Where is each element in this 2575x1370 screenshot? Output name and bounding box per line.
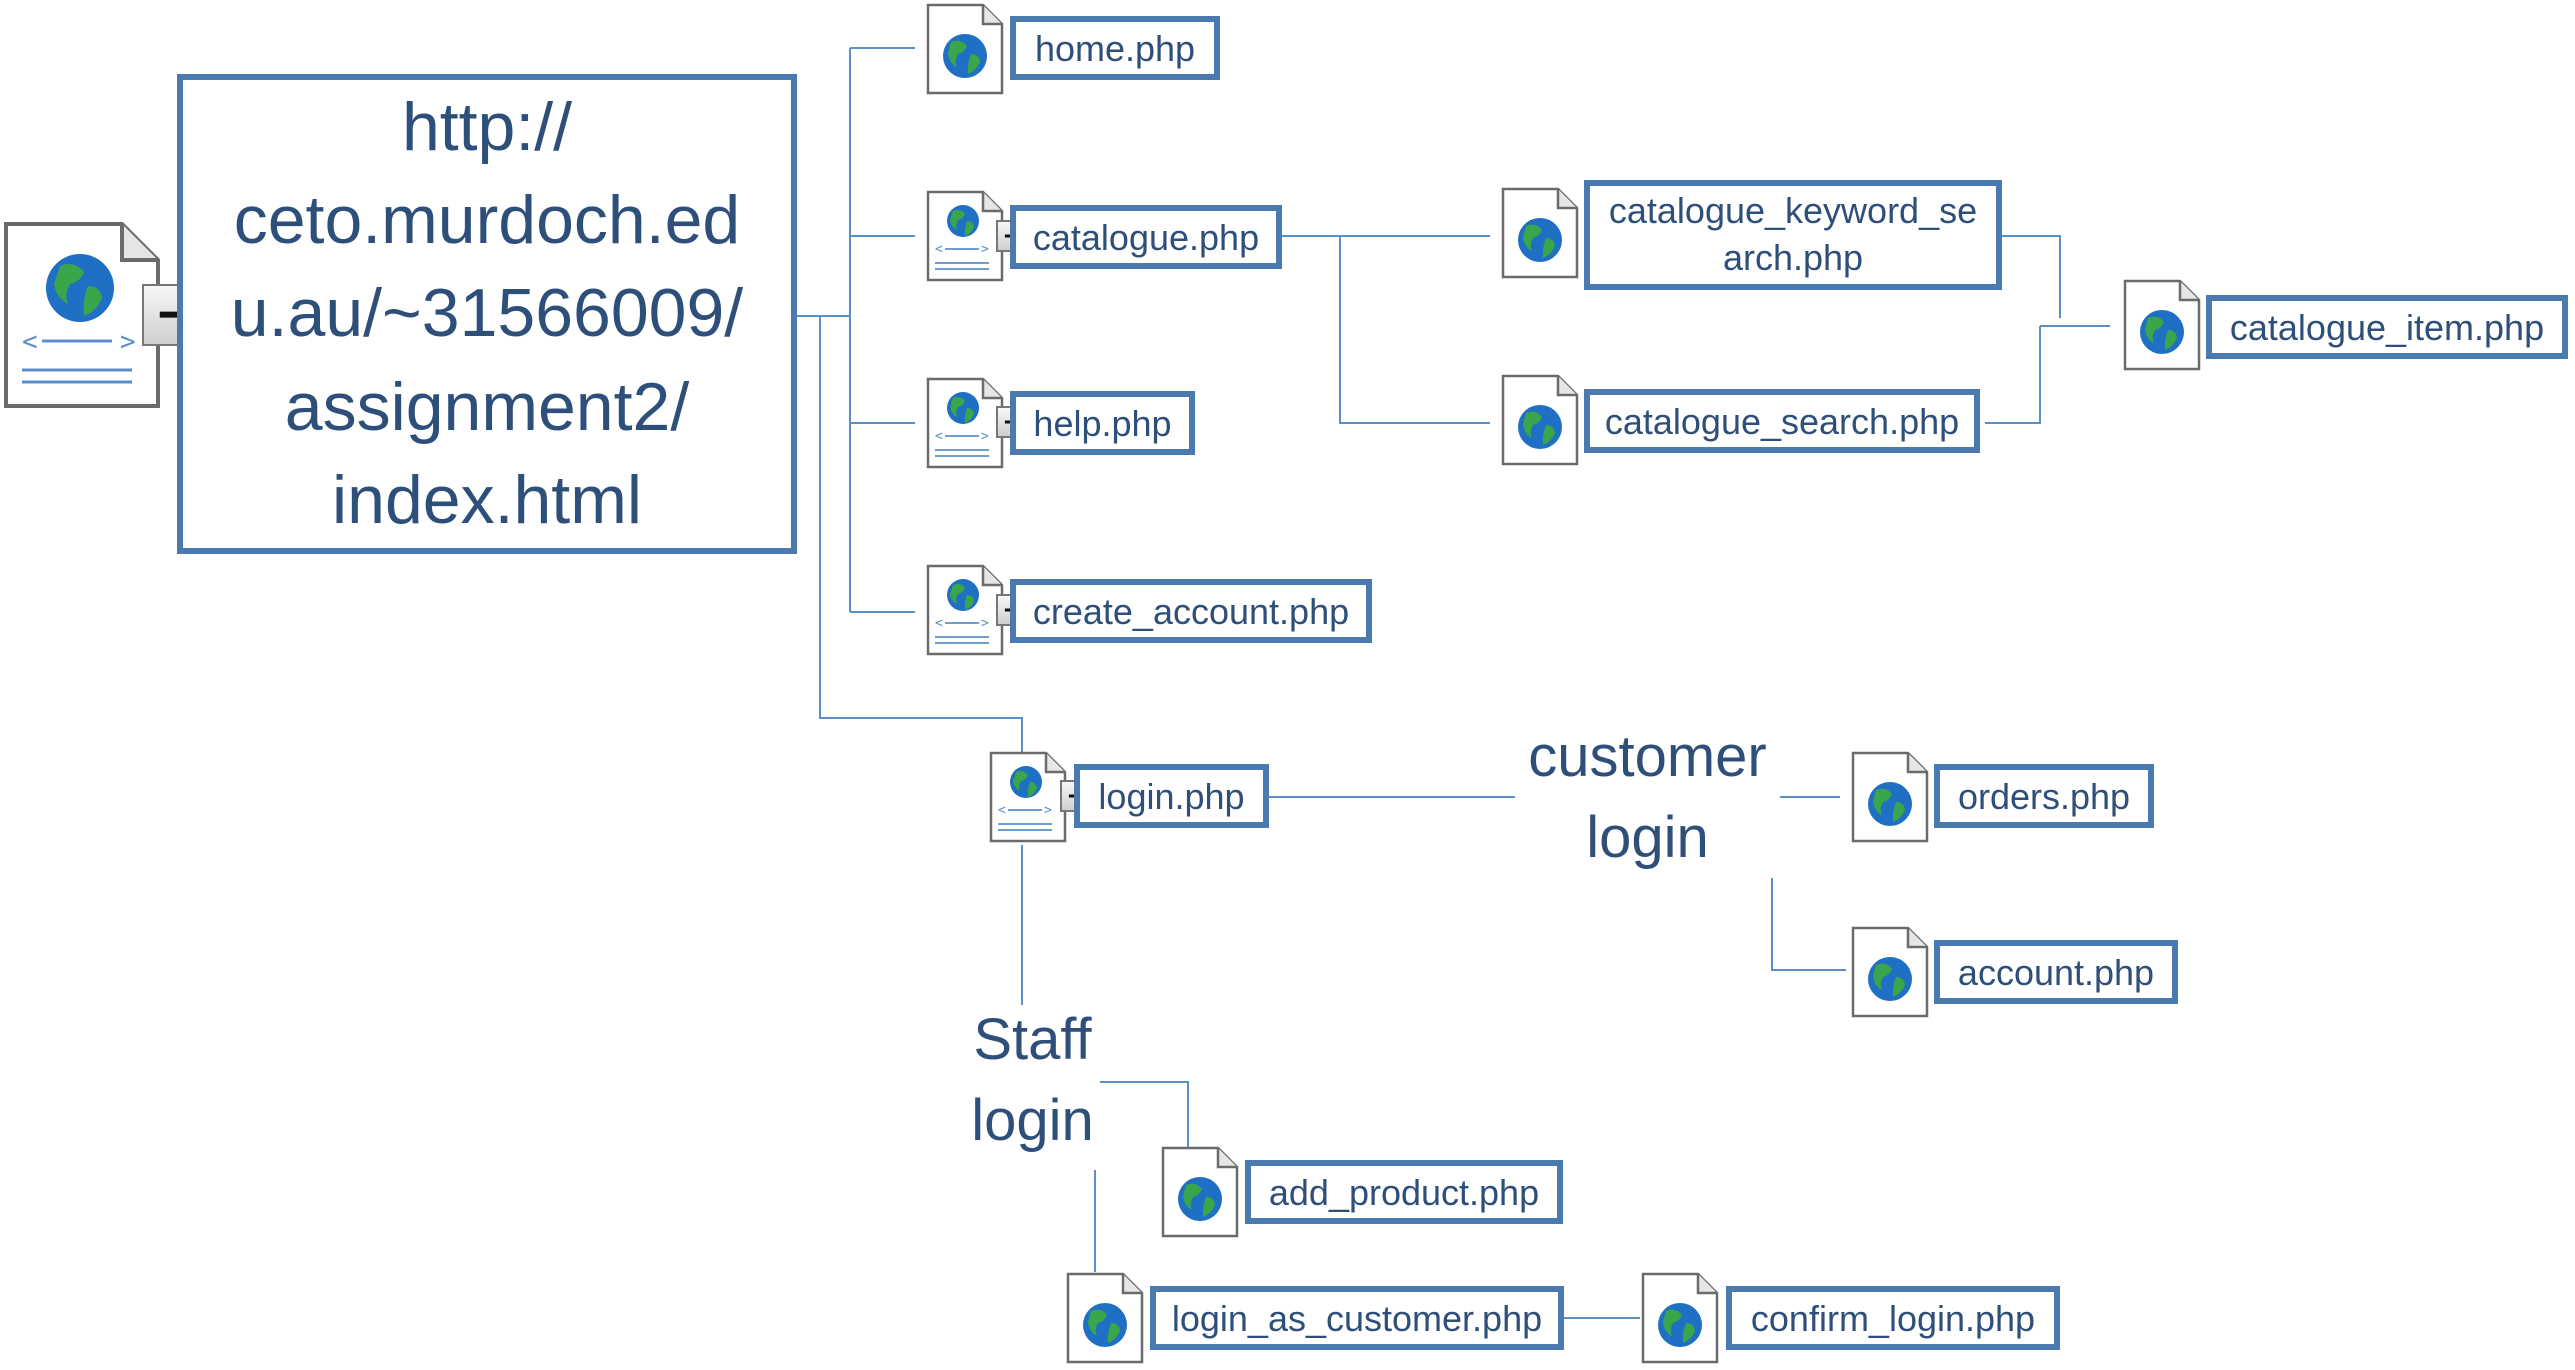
svg-text:>: >: [981, 242, 989, 257]
customer-login-label: customer login: [1528, 724, 1767, 871]
web-page-icon: [2122, 278, 2202, 377]
web-page-icon: [925, 2, 1005, 101]
web-page-code-icon: <>: [925, 189, 1005, 288]
root-web-page-code-icon: < >: [2, 220, 162, 410]
page-orders[interactable]: orders.php: [1934, 764, 2154, 828]
svg-text:<: <: [22, 327, 38, 357]
page-help[interactable]: help.php: [1010, 391, 1195, 455]
staff-login-label: Staff login: [971, 1007, 1094, 1154]
page-home[interactable]: home.php: [1010, 16, 1220, 80]
web-page-icon: [1640, 1271, 1720, 1370]
web-page-icon: [1500, 373, 1580, 472]
svg-text:<: <: [935, 242, 943, 257]
page-account[interactable]: account.php: [1934, 940, 2178, 1004]
web-page-icon: [1850, 925, 1930, 1024]
svg-text:>: >: [981, 429, 989, 444]
web-page-icon: [1500, 186, 1580, 285]
root-url-box[interactable]: http:// ceto.murdoch.ed u.au/~31566009/ …: [177, 74, 797, 554]
page-catalogue-keyword-search[interactable]: catalogue_keyword_se arch.php: [1584, 180, 2002, 290]
svg-text:<: <: [935, 429, 943, 444]
page-confirm-login[interactable]: confirm_login.php: [1726, 1286, 2060, 1350]
web-page-code-icon: <>: [925, 376, 1005, 475]
page-create-account[interactable]: create_account.php: [1010, 579, 1372, 643]
svg-text:>: >: [120, 327, 136, 357]
root-url-text: http:// ceto.murdoch.ed u.au/~31566009/ …: [230, 89, 744, 538]
svg-text:>: >: [981, 616, 989, 631]
page-catalogue-item[interactable]: catalogue_item.php: [2206, 295, 2568, 359]
svg-text:>: >: [1044, 803, 1052, 818]
web-page-code-icon: <>: [925, 563, 1005, 662]
web-page-icon: [1160, 1145, 1240, 1244]
web-page-icon: [1065, 1271, 1145, 1370]
page-catalogue-search[interactable]: catalogue_search.php: [1584, 389, 1980, 453]
svg-text:<: <: [998, 803, 1006, 818]
page-login-as-customer[interactable]: login_as_customer.php: [1150, 1286, 1564, 1350]
svg-text:<: <: [935, 616, 943, 631]
page-login[interactable]: login.php: [1074, 764, 1269, 828]
page-catalogue[interactable]: catalogue.php: [1010, 205, 1282, 269]
page-add-product[interactable]: add_product.php: [1245, 1160, 1563, 1224]
web-page-code-icon: <>: [988, 750, 1068, 849]
web-page-icon: [1850, 750, 1930, 849]
